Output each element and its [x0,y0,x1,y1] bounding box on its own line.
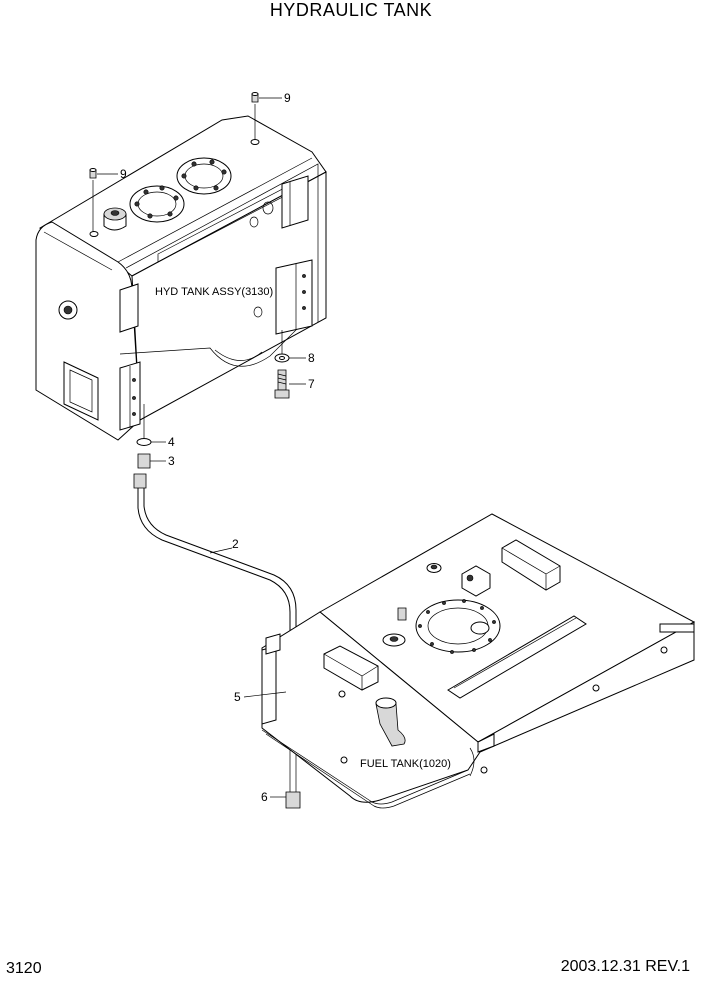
callout-6: 6 [261,790,268,804]
hydraulic-tank [35,115,327,441]
fuel-tank-label: FUEL TANK(1020) [360,758,451,770]
bolt-part-7 [274,369,290,399]
callout-8: 8 [308,351,315,365]
leader-lines [92,97,306,798]
callout-9-left: 9 [120,167,127,181]
page-number: 3120 [6,960,42,977]
drain-part-6 [285,791,301,809]
o-ring-part-4 [136,438,152,446]
pipe-assembly [133,438,305,809]
callout-5: 5 [234,690,241,704]
pipe-part-2 [137,488,291,650]
washer-part-8 [274,353,290,363]
callout-4: 4 [168,435,175,449]
hyd-tank-label: HYD TANK ASSY(3130) [155,286,273,298]
callout-9-top: 9 [284,91,291,105]
part-9b [89,168,97,179]
connector-part-3 [137,453,151,469]
callout-3: 3 [168,454,175,468]
fuel-tank [261,513,696,809]
date-revision: 2003.12.31 REV.1 [560,958,690,975]
part-9a [251,92,259,103]
callout-2: 2 [232,537,239,551]
page-title: HYDRAULIC TANK [269,0,433,20]
callout-7: 7 [308,377,315,391]
